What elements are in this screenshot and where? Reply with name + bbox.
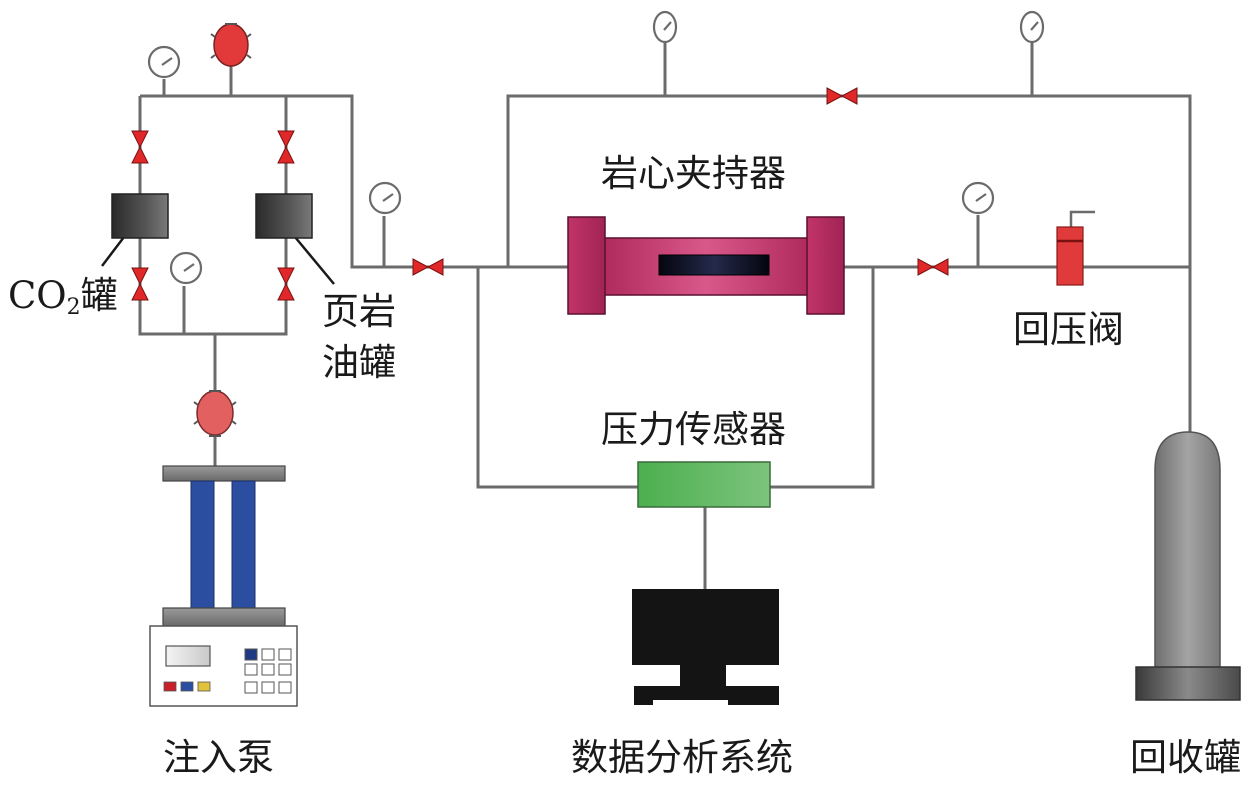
label-core-holder: 岩心夹持器: [601, 152, 786, 195]
core-sample: [658, 254, 770, 276]
label-injection-pump: 注入泵: [163, 736, 274, 779]
recovery-tank-body: [1154, 431, 1221, 669]
valve-outlet: [917, 258, 949, 276]
pump-rod-left: [190, 480, 215, 609]
pump-top-plate: [162, 465, 286, 482]
leader-lines: [101, 236, 335, 285]
co2-tank: [111, 193, 169, 239]
leader-co2: [101, 236, 125, 267]
pressure-gauge-icon: [961, 181, 995, 215]
pressure-gauge-icon: [1019, 10, 1045, 44]
label-recovery-tank: 回收罐: [1130, 736, 1241, 779]
valve-inlet: [412, 258, 444, 276]
pump-display: [165, 645, 211, 667]
pressure-gauge-icon: [652, 10, 678, 44]
computer-stand: [680, 665, 726, 686]
pressure-gauge-icon: [147, 45, 181, 79]
accumulator-pump: [193, 390, 237, 437]
leader-oil: [294, 236, 335, 285]
pipe-sensor-right: [770, 267, 875, 489]
valve-oil-bottom: [277, 267, 295, 301]
pump-button-blue: [180, 681, 194, 692]
label-co2-subscript: 2: [66, 295, 81, 320]
pressure-sensor: [637, 461, 771, 508]
core-holder-cap-right: [806, 216, 845, 315]
label-co2-prefix: CO: [8, 274, 67, 317]
pump-bottom-plate: [162, 607, 286, 627]
injection-pump: [149, 465, 298, 707]
label-pressure-sensor: 压力传感器: [601, 408, 786, 451]
pipe-tanks-bottom: [138, 238, 288, 336]
pump-rod-right: [231, 480, 256, 609]
pipe-sensor-left: [476, 267, 638, 489]
pump-button-red: [163, 681, 177, 692]
shale-oil-tank: [255, 193, 313, 239]
label-back-pressure-valve: 回压阀: [1013, 308, 1124, 351]
pump-button-yellow: [197, 681, 211, 692]
label-shale-oil-tank-line1: 页岩: [322, 290, 396, 333]
core-holder: [567, 216, 845, 315]
recovery-tank-base: [1135, 666, 1241, 701]
recovery-tank: [1135, 431, 1241, 701]
data-analysis-computer: [632, 589, 779, 706]
computer-monitor: [632, 589, 779, 665]
pressure-gauge-icon: [368, 181, 402, 215]
accumulator-top: [210, 23, 252, 67]
label-co2-tank: CO2罐: [8, 274, 118, 320]
core-holder-cap-left: [567, 216, 606, 315]
valve-oil-top: [277, 130, 295, 164]
pipe-top-manifold: [140, 94, 478, 269]
label-data-analysis-system: 数据分析系统: [571, 736, 793, 779]
valve-co2-bottom: [131, 267, 149, 301]
pressure-gauge-icon: [169, 251, 203, 285]
back-pressure-valve: [1056, 210, 1095, 286]
pump-keypad: [244, 648, 292, 694]
label-co2-suffix: 罐: [80, 274, 118, 317]
valve-co2-top: [131, 130, 149, 164]
valve-bypass: [826, 87, 858, 105]
pipes: [138, 40, 1192, 590]
label-shale-oil-tank-line2: 油罐: [322, 341, 396, 384]
